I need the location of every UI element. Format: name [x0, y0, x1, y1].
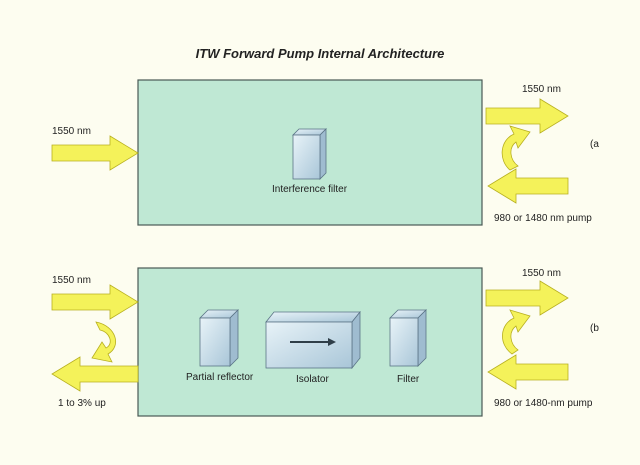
bottom-panel-tag: (b — [590, 323, 599, 334]
top-output-arrow — [485, 98, 569, 134]
bottom-pump-arrow — [487, 354, 569, 390]
top-input-arrow — [51, 135, 139, 171]
bottom-component-label-partial-reflector: Partial reflector — [186, 372, 254, 383]
bottom-pump-label: 980 or 1480-nm pump — [494, 398, 593, 409]
bottom-right-curved-arrow — [502, 309, 531, 355]
bottom-component-label-filter: Filter — [397, 374, 420, 385]
top-component-label: Interference filter — [272, 184, 348, 195]
isolator-glass — [265, 310, 361, 370]
filter-glass — [389, 309, 427, 367]
bottom-reflect-label: 1 to 3% up — [58, 398, 106, 409]
top-output-label: 1550 nm — [522, 84, 561, 95]
bottom-output-label: 1550 nm — [522, 268, 561, 279]
diagram-title: ITW Forward Pump Internal Architecture — [195, 46, 445, 61]
top-curved-arrow — [501, 125, 531, 171]
top-pump-label: 980 or 1480 nm pump — [494, 213, 592, 224]
partial-reflector-glass — [199, 309, 239, 367]
top-pump-arrow — [487, 168, 569, 204]
bottom-reflected-arrow — [51, 356, 139, 392]
bottom-input-arrow — [51, 284, 139, 320]
bottom-left-curved-arrow — [91, 321, 117, 363]
bottom-input-label: 1550 nm — [52, 275, 91, 286]
bottom-output-arrow — [485, 280, 569, 316]
bottom-component-label-isolator: Isolator — [296, 374, 329, 385]
top-input-label: 1550 nm — [52, 126, 91, 137]
top-panel-tag: (a — [590, 139, 599, 150]
interference-filter-glass — [292, 128, 327, 180]
